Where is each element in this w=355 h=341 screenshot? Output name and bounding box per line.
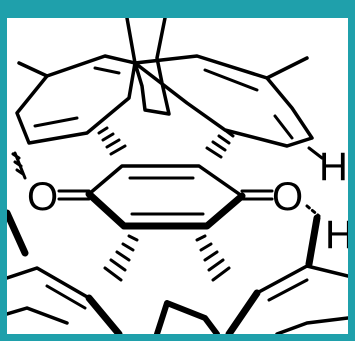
oxygen-right-label: O (272, 175, 303, 219)
methyl-top-left (17, 61, 49, 78)
hashed-bond-left (11, 152, 25, 176)
bottom-bridge-chain (154, 300, 220, 334)
hashed-bond (195, 234, 231, 282)
hashed-bond (205, 128, 235, 159)
hydrogen-upper-label: H (319, 145, 348, 189)
molecular-structure-diagram: O O H H (7, 18, 348, 334)
hydrogen-bond-dotted (305, 204, 321, 218)
ring-bottom-right-bold (225, 289, 261, 334)
methyl-top-right (265, 56, 309, 80)
hydrogen-lower-label: H (325, 213, 348, 257)
hashed-bond (97, 126, 127, 156)
ring-bottom-left-bold (85, 294, 123, 334)
bond-left-lower (7, 209, 29, 257)
ring-top-right-double-bond (203, 68, 259, 92)
ring-top-right-double-bond (273, 114, 294, 140)
oxygen-left-label: O (27, 175, 58, 219)
ring-bottom-left (7, 266, 121, 334)
quinone-bold-edge (85, 190, 246, 230)
ring-top-left (15, 54, 137, 145)
ring-bottom-right-double-bond (267, 278, 309, 302)
hashed-bond (103, 234, 139, 282)
ring-top-right (133, 54, 314, 148)
ring-top-left-double-bond (93, 66, 121, 75)
ring-top-left-double-bond (33, 116, 79, 128)
bond-right-lower (305, 214, 321, 268)
ring-bottom-right (227, 264, 348, 334)
ring-bottom-left-double-bond (45, 284, 87, 310)
bond-right-upper (307, 146, 324, 160)
